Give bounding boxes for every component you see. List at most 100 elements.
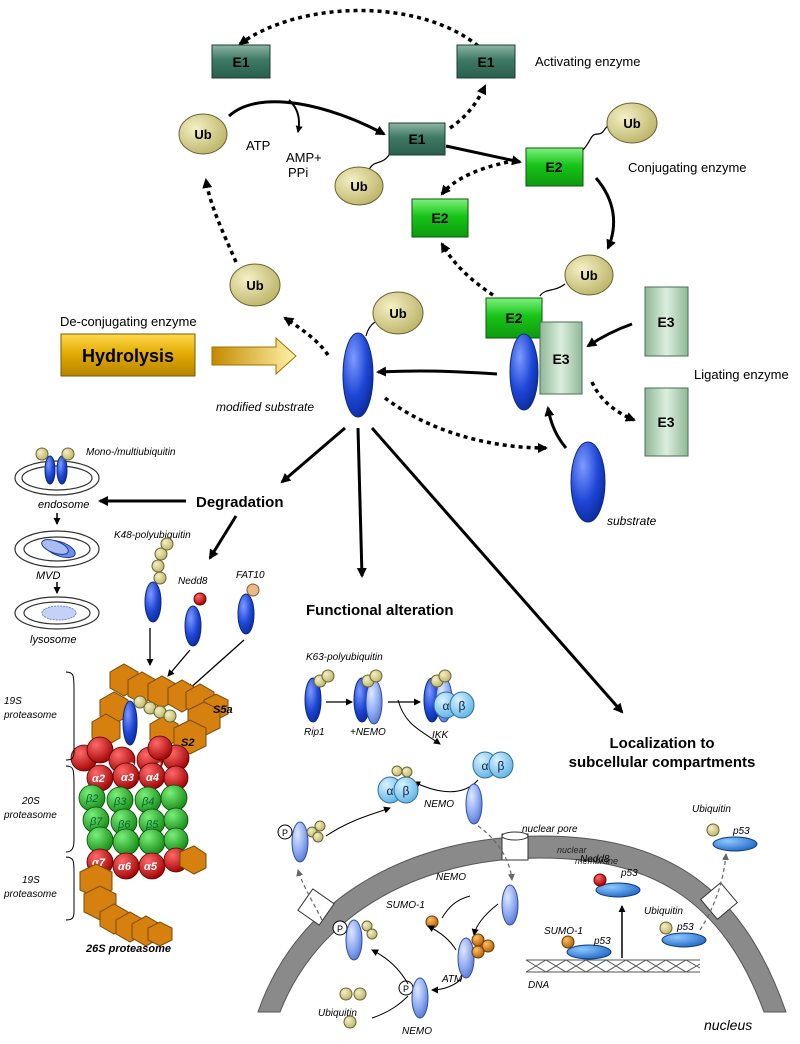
p53-nedd8-label: p53 bbox=[620, 868, 638, 879]
proteasome-19s-cap-top bbox=[91, 663, 229, 755]
plus-nemo-label: +NEMO bbox=[350, 727, 386, 738]
amp-label: AMP+ bbox=[286, 150, 322, 165]
nedd8-p53 bbox=[593, 873, 641, 898]
to-degradation-arrow bbox=[280, 426, 346, 484]
e1-enzyme-top-right: E1 bbox=[456, 44, 516, 79]
alpha5-label: α5 bbox=[144, 861, 158, 873]
dna-label: DNA bbox=[528, 980, 549, 991]
p53-cytoplasm-label: p53 bbox=[732, 826, 750, 837]
p53-ub-label: p53 bbox=[676, 922, 694, 933]
nuclear-membrane bbox=[257, 835, 787, 1013]
alpha-label: α bbox=[387, 784, 394, 798]
functional-alteration-title: Functional alteration bbox=[306, 602, 454, 619]
e2-label: E2 bbox=[431, 210, 448, 226]
rip1-label: Rip1 bbox=[304, 727, 325, 738]
ubiquitination-nemo-arrow bbox=[371, 995, 409, 1019]
ligating-enzyme-label: Ligating enzyme bbox=[694, 367, 789, 382]
k48-polyubiquitin-substrate bbox=[144, 537, 174, 623]
beta2-label: β2 bbox=[85, 793, 98, 805]
ubiquitin-nuclear-label: Ubiquitin bbox=[318, 1008, 357, 1019]
beta-label: β bbox=[498, 759, 505, 773]
alpha6-label: α6 bbox=[118, 861, 132, 873]
nemo-cytoplasm bbox=[465, 783, 483, 825]
ub-label: Ub bbox=[246, 278, 263, 293]
nuclear-pore-right bbox=[699, 881, 739, 921]
proteasome-26s: S5a S2 α2 α3 α4 α2 α3 α4 β2 β3 β4 β7 β6 … bbox=[70, 663, 233, 947]
degradation-to-k48-arrow bbox=[208, 515, 238, 560]
ikk-alpha-label: α bbox=[443, 699, 450, 713]
ub-p53-cytoplasm bbox=[706, 823, 758, 852]
substrate-ub-link bbox=[365, 321, 376, 337]
lysosome-label: lysosome bbox=[30, 634, 76, 646]
s5a-label: S5a bbox=[213, 704, 233, 716]
ikk-release-arrow bbox=[397, 699, 441, 745]
nemo-sumoylation-arrow bbox=[471, 903, 499, 936]
activating-enzyme-label: Activating enzyme bbox=[535, 54, 641, 69]
sumo-release-arrow bbox=[427, 925, 457, 951]
activation-arrow bbox=[227, 100, 386, 136]
ub-label: Ub bbox=[623, 116, 640, 131]
substrate-free bbox=[570, 441, 606, 523]
e3-binding-arrow bbox=[586, 322, 633, 348]
alpha4-label: α4 bbox=[146, 772, 159, 784]
phospho-label: P bbox=[403, 984, 409, 994]
ubiquitin-p53-nuclear-label: Ubiquitin bbox=[644, 906, 683, 917]
nuclear-membrane-label-2: membrane bbox=[575, 856, 618, 866]
nemo-nuclear-label: NEMO bbox=[436, 872, 466, 883]
nuclear-pore-left bbox=[297, 888, 335, 926]
rip1-nemo-complex bbox=[353, 669, 383, 725]
hydrolysis-arrow bbox=[211, 336, 297, 376]
lysosome bbox=[14, 596, 100, 630]
localization-title-line2: subcellular compartments bbox=[569, 754, 756, 771]
nedd8-p53-label: Nedd8 bbox=[580, 854, 610, 865]
nuclear-membrane-label-1: nuclear bbox=[557, 845, 588, 855]
thioester-link-complex bbox=[539, 283, 566, 297]
mvd-label: MVD bbox=[36, 570, 61, 582]
alpha-label: α bbox=[482, 759, 489, 773]
nemo-ub-attach-arrow bbox=[371, 949, 409, 985]
k48-label: K48-polyubiquitin bbox=[114, 530, 191, 541]
nuclear-pore-label: nuclear pore bbox=[522, 824, 578, 835]
nucleus-label: nucleus bbox=[704, 1017, 752, 1033]
p53-dna-label: p53 bbox=[593, 936, 611, 947]
proteasome-26s-label: 26S proteasome bbox=[85, 943, 171, 955]
ubiquitination-arrow bbox=[376, 366, 498, 377]
alpha3-label: α3 bbox=[121, 772, 134, 784]
beta-label: β bbox=[403, 784, 410, 798]
e3-label: E3 bbox=[552, 351, 569, 367]
e3-label: E3 bbox=[657, 314, 674, 330]
e1-label: E1 bbox=[408, 131, 425, 147]
ub-released: Ub bbox=[229, 263, 281, 307]
hydrolysis-box: Hydrolysis bbox=[60, 333, 196, 377]
e1-enzyme-middle: E1 bbox=[388, 122, 446, 156]
e2-recycle-arrow bbox=[440, 160, 509, 196]
e2-enzyme-free: E2 bbox=[411, 198, 469, 238]
e1-label: E1 bbox=[477, 54, 494, 70]
sumo-p53 bbox=[561, 935, 612, 960]
ub-on-e1: Ub bbox=[334, 166, 384, 206]
proteasome-19s-top-label-1: 19S bbox=[4, 696, 22, 707]
substrate-in-complex bbox=[509, 333, 539, 411]
nemo-nuclear bbox=[501, 884, 519, 926]
e1-label: E1 bbox=[232, 54, 249, 70]
phospho-nemo-ubiquitinated-nuclear: P bbox=[332, 919, 378, 961]
phospho-nemo-nuclear: P bbox=[398, 977, 429, 1019]
ub-on-modified-substrate: Ub bbox=[372, 291, 424, 335]
mvd bbox=[14, 530, 100, 568]
e2-enzyme-charged: E2 bbox=[525, 147, 584, 187]
e2-return-arrow bbox=[440, 242, 494, 297]
nemo-export-activation-arrow bbox=[325, 806, 391, 837]
ikk-beta-label: β bbox=[459, 699, 466, 713]
beta7-label: β7 bbox=[89, 816, 103, 828]
e2-label: E2 bbox=[505, 310, 522, 326]
e2-to-e3-arrow bbox=[594, 177, 616, 250]
e2-in-complex: E2 bbox=[485, 297, 543, 339]
e3-label: E3 bbox=[657, 414, 674, 430]
sumo1-nemo-label: SUMO-1 bbox=[386, 900, 425, 911]
e2-label: E2 bbox=[545, 159, 562, 175]
conjugating-enzyme-label: Conjugating enzyme bbox=[628, 160, 747, 175]
free-ubiquitin-nuclear bbox=[339, 987, 367, 1029]
recycle-e1-arrow bbox=[238, 8, 480, 48]
ub-free-top: Ub bbox=[178, 113, 228, 155]
